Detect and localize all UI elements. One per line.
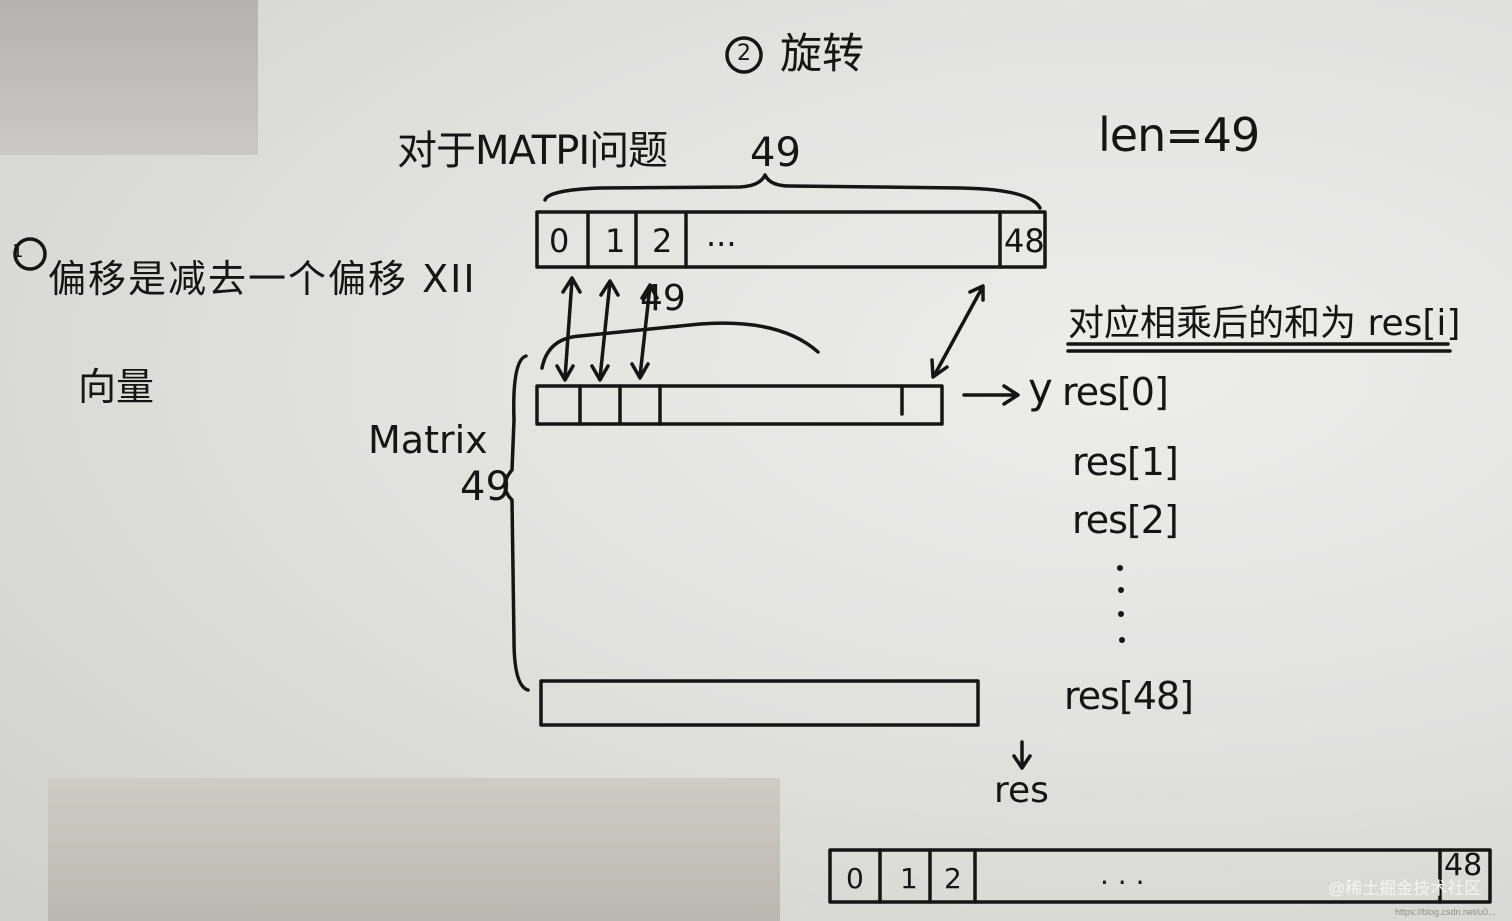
step2-text: 旋转	[780, 29, 865, 78]
res-2: res[2]	[1072, 498, 1179, 542]
inner-brace-label: 49	[640, 278, 686, 319]
matrix-rows-label: 49	[460, 464, 511, 510]
top-cell-1: 1	[605, 222, 626, 260]
top-brace	[543, 173, 1042, 210]
vertical-dots	[1117, 565, 1125, 643]
step1-number: 1	[12, 241, 24, 262]
top-cell-2: 2	[652, 222, 673, 260]
inner-brace	[540, 321, 820, 370]
heading: 对于MATPI问题	[397, 128, 668, 174]
bottom-cell-last: 48	[1444, 848, 1483, 883]
right-note: 对应相乘后的和为 res[i]	[1068, 303, 1461, 344]
top-vector-box	[535, 210, 1047, 269]
bottom-cell-0: 0	[846, 862, 864, 895]
top-cell-0: 0	[549, 222, 570, 260]
step1-line2: 向量	[78, 365, 155, 409]
bottom-cell-2: 2	[944, 862, 962, 895]
top-cell-last: 48	[1004, 222, 1045, 260]
matrix-last-row	[539, 679, 980, 727]
res-label: res	[994, 770, 1049, 811]
step2-circle	[725, 36, 763, 74]
step2-number: 2	[737, 41, 751, 66]
step1-circle	[13, 237, 47, 271]
watermark-url: https://blog.csdn.net/u0...	[1395, 907, 1496, 917]
res-0: res[0]	[1062, 370, 1169, 414]
top-brace-label: 49	[750, 130, 801, 176]
y-label: y	[1028, 364, 1053, 413]
matrix-first-row	[535, 384, 944, 426]
step1-line1: 偏移是减去一个偏移 XII	[48, 257, 477, 301]
blurred-region-top-left	[0, 0, 258, 155]
bottom-dots: . . .	[1100, 858, 1145, 891]
matrix-label: Matrix	[368, 418, 488, 462]
bottom-vector-box	[828, 848, 1492, 904]
blurred-region-bottom-left	[48, 778, 780, 921]
matrix-brace	[503, 354, 530, 692]
len-note: len=49	[1098, 108, 1260, 162]
top-cell-ellipsis: ...	[706, 216, 737, 254]
res-1: res[1]	[1072, 440, 1179, 484]
res-48: res[48]	[1064, 674, 1194, 718]
bottom-cell-1: 1	[900, 862, 918, 895]
watermark: @稀土掘金技术社区	[1328, 879, 1482, 898]
